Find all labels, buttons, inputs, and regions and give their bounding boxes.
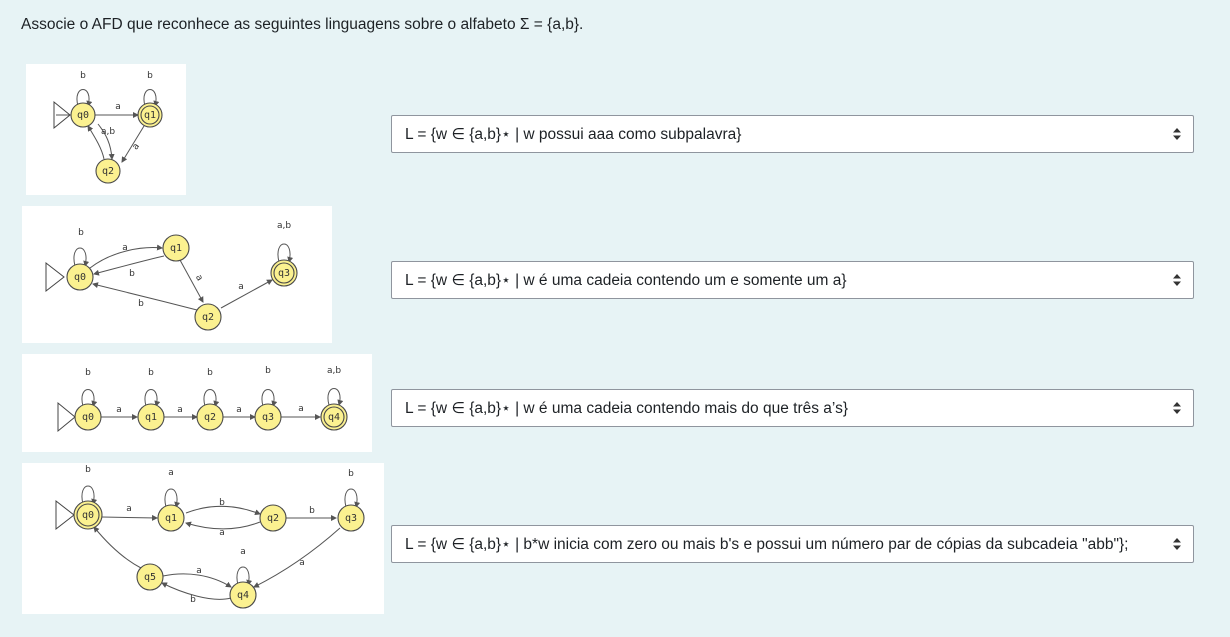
state-q3: q3 [337,504,365,532]
edge-label: a [236,405,242,415]
svg-text:q1: q1 [165,513,177,524]
edge-label: b [207,368,213,378]
edge-label: a [131,142,142,152]
state-q5: q5 [136,563,164,591]
svg-text:q0: q0 [77,110,89,121]
edge-label: a [238,282,244,292]
svg-text:q0: q0 [74,272,86,283]
answer-select-1[interactable]: L = {w ∈ {a,b}⋆ | w possui aaa como subp… [391,115,1194,153]
answer-select-4[interactable]: L = {w ∈ {a,b}⋆ | b*w inicia com zero ou… [391,525,1194,563]
svg-text:q2: q2 [267,513,279,524]
edge-label: a [116,405,122,415]
edge-label: b [348,469,354,479]
answer-select-2[interactable]: L = {w ∈ {a,b}⋆ | w é uma cadeia contend… [391,261,1194,299]
start-arrow [45,261,65,293]
state-q2: q2 [194,303,222,331]
state-q2: q2 [196,403,224,431]
svg-text:q4: q4 [328,412,340,423]
edge-label: b [80,71,86,81]
edge-label: a [299,558,305,568]
svg-text:q3: q3 [278,268,290,279]
state-q4: q4 [229,581,257,609]
edge-label: b [138,299,144,309]
state-q3: q3 [270,259,298,287]
svg-text:q5: q5 [144,572,156,583]
state-q4: q4 [320,403,348,431]
answer-select-3[interactable]: L = {w ∈ {a,b}⋆ | w é uma cadeia contend… [391,389,1194,427]
svg-text:q1: q1 [170,243,182,254]
state-q3: q3 [254,403,282,431]
edge-label: a [115,102,121,112]
svg-text:q2: q2 [102,166,114,177]
select-arrows-icon [1173,274,1181,286]
svg-text:q1: q1 [144,110,156,121]
svg-text:q0: q0 [82,412,94,423]
edge-label: a [240,547,246,557]
automaton-diagram-1: b b a a,b a q0 q1 q2 [26,64,186,195]
svg-text:q4: q4 [237,590,249,601]
svg-text:q2: q2 [204,412,216,423]
answer-select-value: L = {w ∈ {a,b}⋆ | b*w inicia com zero ou… [405,535,1129,553]
edge-label: b [219,498,225,508]
question-text: Associe o AFD que reconhece as seguintes… [21,16,584,33]
svg-text:q2: q2 [202,312,214,323]
edge-label: b [309,506,315,516]
edge-label: b [148,368,154,378]
edge-label: a [122,243,128,253]
edge-label: b [129,269,135,279]
select-arrows-icon [1173,128,1181,140]
state-q1: q1 [137,102,163,128]
svg-text:q1: q1 [145,412,157,423]
state-q2: q2 [259,504,287,532]
answer-select-value: L = {w ∈ {a,b}⋆ | w possui aaa como subp… [405,125,742,143]
edge-label: b [190,595,196,605]
state-q0: q0 [66,263,94,291]
edge-label: a,b [327,366,341,376]
state-q2: q2 [95,158,121,184]
automaton-diagram-4: b a a b a b b a a a b q0 q1 q2 q3 q4 q5 [22,463,384,614]
answer-select-value: L = {w ∈ {a,b}⋆ | w é uma cadeia contend… [405,399,848,417]
start-arrow [55,499,75,531]
state-q0: q0 [74,403,102,431]
select-arrows-icon [1173,538,1181,550]
edge-label: b [85,368,91,378]
automaton-diagram-2: b a b b a a a,b q0 q1 q2 q3 [22,206,332,343]
edge-label: a [126,504,132,514]
edge-label: a [168,468,174,478]
state-q0: q0 [70,102,96,128]
svg-text:q3: q3 [345,513,357,524]
svg-text:q3: q3 [262,412,274,423]
select-arrows-icon [1173,402,1181,414]
state-q1: q1 [157,504,185,532]
svg-text:q0: q0 [82,510,94,521]
edge-label: a [298,404,304,414]
state-q1: q1 [137,403,165,431]
edge-label: a [177,405,183,415]
answer-select-value: L = {w ∈ {a,b}⋆ | w é uma cadeia contend… [405,271,847,289]
edge-label: b [78,228,84,238]
edge-label: b [85,465,91,475]
edge-label: a,b [277,221,291,231]
edge-label: a [196,566,202,576]
edge-label: a [219,528,225,538]
edge-label: a,b [101,127,115,137]
start-arrow [57,401,76,433]
state-q0: q0 [73,500,103,530]
edge-label: a [193,273,204,283]
edge-label: b [265,366,271,376]
state-q1: q1 [162,234,190,262]
automaton-diagram-3: b b b b a,b a a a a q0 q1 q2 q3 q4 [22,354,372,452]
edge-label: b [147,71,153,81]
